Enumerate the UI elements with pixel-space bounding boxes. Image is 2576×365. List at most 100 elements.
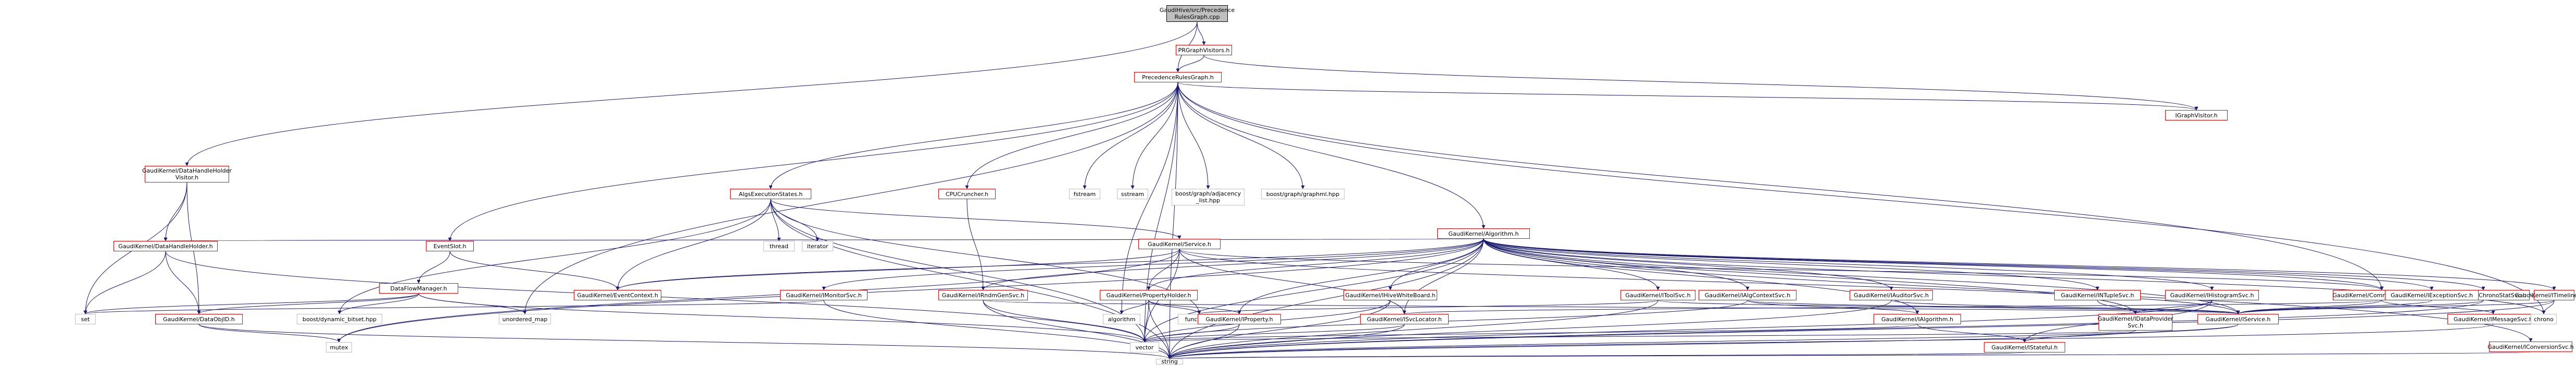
graph-edge-dataobjid-to-string <box>198 324 1172 359</box>
graph-edge-algorithm_h-to-dhh <box>165 237 1484 241</box>
graph-edge-aes-to-string <box>770 199 1172 359</box>
graph-edge-algorithm_h-to-mutex <box>337 238 1484 343</box>
graph-edge-itool-to-functional <box>1197 300 1658 314</box>
graph-edge-cpu-to-irng <box>966 199 985 290</box>
graph-edge-service-to-evctx <box>615 249 1180 290</box>
graph-edge-algorithm_h-to-chrono <box>1483 238 2546 314</box>
graph-edge-dataobjid-to-mutex <box>198 324 341 343</box>
graph-node-set: set <box>75 314 96 324</box>
graph-node-ihive[interactable]: GaudiKernel/IHiveWhiteBoard.h <box>1343 290 1437 300</box>
graph-node-intup[interactable]: GaudiKernel/INTupleSvc.h <box>2054 290 2141 300</box>
graph-edge-imsg-to-string <box>1167 324 2494 359</box>
graph-node-iterator: iterator <box>802 241 833 251</box>
graph-edge-iac-to-iservice <box>1747 300 2240 314</box>
graph-edge-iexc-to-iservice <box>2236 300 2432 314</box>
graph-node-service[interactable]: GaudiKernel/Service.h <box>1138 239 1221 249</box>
graph-edge-dfm-to-bitset <box>337 293 419 314</box>
graph-node-isvcloc[interactable]: GaudiKernel/ISvcLocator.h <box>1360 314 1449 324</box>
graph-edge-imonsvc-to-set <box>84 300 824 314</box>
graph-edge-prg-to-vector <box>1142 82 1178 343</box>
graph-edge-cfb-to-iservice <box>2236 300 2382 314</box>
graph-node-ihist[interactable]: GaudiKernel/IHistogramSvc.h <box>2165 290 2259 300</box>
graph-node-mutex: mutex <box>326 342 352 352</box>
graph-edge-propholder-to-string <box>1148 300 1172 359</box>
graph-edge-algorithm_h-to-itimeline <box>1483 238 2556 290</box>
graph-edge-algorithm_h-to-iaud <box>1483 238 1893 290</box>
graph-edge-iproperty-to-string <box>1167 324 1240 359</box>
graph-node-aes[interactable]: AlgsExecutionStates.h <box>730 189 811 199</box>
graph-node-fstream: fstream <box>1069 189 1100 199</box>
graph-node-iexc[interactable]: GaudiKernel/IExceptionSvc.h <box>2385 290 2479 300</box>
graph-node-chrono: chrono <box>2531 314 2557 324</box>
graph-edge-prgvis-to-igv <box>1203 55 2198 111</box>
graph-node-iproperty[interactable]: GaudiKernel/IProperty.h <box>1198 314 1281 324</box>
graph-edge-prg-to-cfb <box>1177 82 2384 290</box>
graph-edge-aes-to-service <box>770 199 1182 239</box>
graph-node-dfm[interactable]: DataFlowManager.h <box>379 283 458 294</box>
graph-node-evctx[interactable]: GaudiKernel/EventContext.h <box>574 290 661 300</box>
graph-edge-iconv-to-string <box>1169 351 2531 359</box>
graph-node-propholder[interactable]: GaudiKernel/PropertyHolder.h <box>1100 290 1198 300</box>
graph-edge-intup-to-idataprov <box>2097 300 2138 314</box>
graph-edge-algorithm_h-to-string <box>1167 238 1484 359</box>
graph-node-ialgorithm[interactable]: GaudiKernel/IAlgorithm.h <box>1874 314 1961 324</box>
graph-edge-algorithm_h-to-irng <box>981 238 1484 290</box>
graph-edge-iac-to-ialgorithm <box>1747 300 1919 314</box>
graph-node-eslot[interactable]: EventSlot.h <box>426 241 474 251</box>
graph-edge-algorithm_h-to-vector <box>1142 238 1484 343</box>
graph-node-igv[interactable]: IGraphVisitor.h <box>2165 110 2228 120</box>
graph-node-algorithm_h[interactable]: GaudiKernel/Algorithm.h <box>1437 228 1530 239</box>
graph-node-istateful[interactable]: GaudiKernel/IStateful.h <box>1984 342 2065 352</box>
graph-edge-idataprov-to-string <box>1167 330 2136 359</box>
graph-edge-itool-to-iservice <box>1657 300 2240 314</box>
graph-node-adjlist: boost/graph/adjacency _list.hpp <box>1172 189 1245 205</box>
graph-edge-propholder-to-vector <box>1142 300 1149 343</box>
graph-edge-idataprov-to-vector <box>1143 330 2136 343</box>
graph-node-prgvis[interactable]: PRGraphVisitors.h <box>1176 45 1232 55</box>
graph-node-idataprov[interactable]: GaudiKernel/IDataProvider Svc.h <box>2097 314 2173 331</box>
graph-edge-ihive-to-string <box>1167 300 1391 359</box>
graph-node-algorithm: algorithm <box>1103 314 1140 324</box>
graph-edge-irng-to-iservice <box>983 300 2240 314</box>
graph-node-iaud[interactable]: GaudiKernel/IAuditorSvc.h <box>1850 290 1933 300</box>
graph-node-root[interactable]: GaudiHive/src/Precedence RulesGraph.cpp <box>1160 5 1235 22</box>
graph-edge-istateful-to-string <box>1168 352 2025 359</box>
graph-edge-iaud-to-iservice <box>1891 300 2240 314</box>
graph-node-iservice[interactable]: GaudiKernel/IService.h <box>2197 314 2279 324</box>
graph-edge-service-to-iservice <box>1179 249 2240 314</box>
graph-node-itimeline[interactable]: GaudiKernel/ITimelineSvc.h <box>2515 290 2576 300</box>
graph-edge-algorithm_h-to-propholder <box>1147 238 1484 290</box>
graph-edge-root-to-prgvis <box>1197 21 1206 45</box>
graph-node-iac[interactable]: GaudiKernel/IAlgContextSvc.h <box>1699 290 1796 300</box>
graph-edge-prg-to-adjlist <box>1177 82 1210 189</box>
graph-edge-algorithm_h-to-iexc <box>1483 238 2434 290</box>
graph-edge-prg-to-cpu <box>965 82 1178 189</box>
graph-edge-algorithm_h-to-isvcloc <box>1402 238 1484 314</box>
graph-edge-prg-to-aes <box>769 82 1178 189</box>
graph-node-cpu[interactable]: CPUCruncher.h <box>938 189 996 199</box>
graph-node-itool[interactable]: GaudiKernel/IToolSvc.h <box>1620 290 1695 300</box>
graph-edge-ihist-to-string <box>1167 300 2213 359</box>
graph-edge-eslot-to-dfm <box>417 251 450 284</box>
graph-edge-propholder-to-algorithm <box>1120 300 1149 314</box>
graph-node-iconv[interactable]: GaudiKernel/IConversionSvc.h <box>2487 342 2574 352</box>
graph-node-imsg[interactable]: GaudiKernel/IMessageSvc.h <box>2447 314 2539 324</box>
graph-node-dhh[interactable]: GaudiKernel/DataHandleHolder.h <box>114 241 218 251</box>
graph-edge-dhv-to-dhh <box>164 182 187 241</box>
graph-edge-aes-to-evctx <box>615 199 771 290</box>
graph-node-dataobjid[interactable]: GaudiKernel/DataObjID.h <box>155 314 243 324</box>
graph-edge-iservice-to-string <box>1167 324 2239 359</box>
graph-node-graphml: boost/graph/graphml.hpp <box>1261 189 1344 199</box>
graph-node-irng[interactable]: GaudiKernel/IRndmGenSvc.h <box>938 290 1028 300</box>
graph-node-dhv[interactable]: GaudiKernel/DataHandleHolder Visitor.h <box>142 166 232 182</box>
graph-edge-cfb-to-isvcloc <box>1403 300 2382 314</box>
graph-node-prg[interactable]: PrecedenceRulesGraph.h <box>1134 72 1222 82</box>
graph-edge-cfb-to-imsg <box>2381 300 2495 314</box>
graph-edge-irng-to-string <box>983 300 1172 359</box>
graph-edge-dfm-to-set <box>83 293 419 314</box>
graph-node-imonsvc[interactable]: GaudiKernel/IMonitorSvc.h <box>780 290 868 300</box>
graph-edge-propholder-to-functional <box>1148 300 1201 314</box>
graph-edge-algorithm_h-to-imonsvc <box>822 238 1484 290</box>
graph-edge-algorithm_h-to-evctx <box>615 238 1484 290</box>
